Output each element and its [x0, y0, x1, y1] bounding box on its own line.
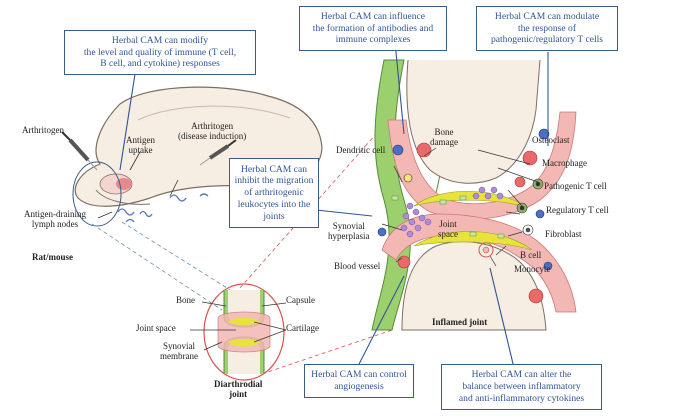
label-line: joint	[229, 388, 248, 399]
cam-line: the formation of antibodies and	[312, 22, 434, 34]
label-b-cell: B cell	[520, 250, 542, 260]
cam-line: angiogenesis	[334, 381, 384, 392]
label-line: damage	[430, 136, 458, 147]
label-line: Antigen	[126, 135, 155, 145]
cam-line: immune complexes	[335, 34, 411, 46]
cam-line: of arthritogenic	[244, 187, 304, 199]
label-rat-mouse: Rat/mouse	[32, 252, 73, 262]
cam-line: joints	[263, 210, 285, 222]
cam-box-cytokines: Herbal CAM can alter the balance between…	[441, 364, 602, 410]
cam-box-t-cells: Herbal CAM can modulate the response of …	[476, 6, 618, 51]
cam-line: Herbal CAM can influence	[320, 10, 426, 22]
cam-line: Herbal CAM can	[240, 163, 308, 175]
label-line: Arthritogen	[191, 121, 234, 131]
cam-line: Herbal CAM can modulate	[494, 10, 600, 22]
label-regulatory-t-cell: Regulatory T cell	[546, 205, 609, 215]
label-line: Antigen-draining	[24, 209, 86, 219]
cam-line: the level and quality of immune (T cell,	[83, 46, 237, 58]
inflamed-joint-illustration	[371, 59, 577, 331]
label-blood-vessel: Blood vessel	[334, 261, 381, 271]
label-arthritogen: Arthritogen	[22, 125, 64, 135]
cam-line: the response of	[517, 22, 577, 34]
cam-line: inhibit the migration	[234, 175, 314, 187]
label-diarthrodial-joint: Diarthrodial joint	[214, 379, 263, 400]
label-capsule: Capsule	[286, 295, 315, 305]
label-cartilage: Cartilage	[286, 323, 319, 333]
label-line: Synovial	[332, 221, 365, 231]
label-line: uptake	[128, 144, 153, 155]
cam-box-immune-response: Herbal CAM can modify the level and qual…	[64, 30, 256, 75]
cam-box-antibodies: Herbal CAM can influence the formation o…	[299, 6, 447, 51]
cam-line: B cell, and cytokine) responses	[100, 58, 220, 70]
label-macrophage: Macrophage	[542, 158, 587, 168]
cam-line: pathogenic/regulatory T cells	[490, 34, 604, 46]
label-joint-space-small: Joint space	[136, 323, 176, 333]
label-line: lymph nodes	[31, 218, 79, 229]
label-lymph-nodes: Antigen-draining lymph nodes	[24, 209, 86, 230]
syringe-icon-right	[199, 139, 237, 166]
cam-line: leukocytes into the	[237, 198, 311, 210]
cam-line: Herbal CAM can alter the	[471, 369, 572, 381]
label-fibroblast: Fibroblast	[545, 229, 582, 239]
label-osteoclast: Osteoclast	[532, 135, 570, 145]
label-pathogenic-t-cell: Pathogenic T cell	[544, 181, 607, 191]
label-bone-small: Bone	[176, 295, 195, 305]
label-line: space	[438, 228, 458, 239]
syringe-icon-left	[61, 131, 98, 171]
label-line: Synovial	[162, 341, 195, 351]
label-line: (disease induction)	[178, 130, 247, 141]
label-line: hyperplasia	[328, 230, 370, 241]
label-joint-space-inflamed: Joint space	[438, 219, 458, 240]
label-bone-damage: Bone damage	[430, 127, 458, 148]
cam-line: balance between inflammatory	[462, 381, 581, 393]
label-inflamed-joint: Inflamed joint	[432, 317, 488, 327]
label-antigen-uptake: Antigen uptake	[126, 135, 155, 156]
cam-line: Herbal CAM can control	[311, 369, 407, 381]
label-line: Joint	[439, 219, 457, 229]
cam-line: and anti-inflammatory cytokines	[458, 392, 585, 404]
cam-box-angiogenesis: Herbal CAM can control angiogenesis	[304, 364, 414, 398]
label-synovial-membrane: Synovial membrane	[160, 341, 198, 362]
label-synovial-hyperplasia: Synovial hyperplasia	[328, 221, 370, 242]
label-monocyte: Monocyte	[514, 264, 551, 274]
label-arthritogen-disease: Arthritogen (disease induction)	[178, 121, 247, 142]
label-line: membrane	[160, 350, 198, 361]
cam-line: Herbal CAM can modify	[111, 34, 209, 46]
cam-box-migration: Herbal CAM can inhibit the migration of …	[229, 158, 319, 228]
diarthrodial-joint-illustration	[190, 283, 287, 381]
label-line: Bone	[434, 127, 454, 137]
label-dendritic-cell: Dendritic cell	[336, 145, 386, 155]
label-line: Diarthrodial	[214, 379, 263, 389]
